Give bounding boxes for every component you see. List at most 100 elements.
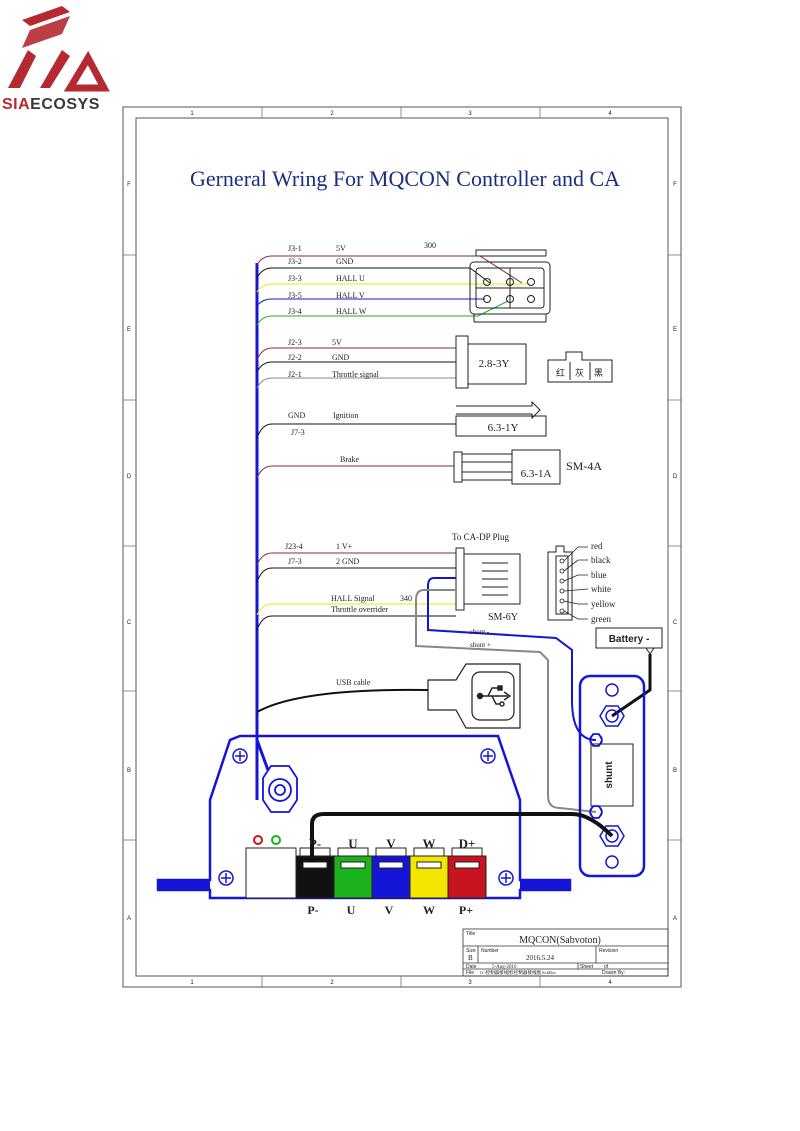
shunt-bolts	[589, 683, 625, 869]
throttle-char-3: 黑	[594, 368, 603, 378]
main-power-wire	[310, 812, 614, 862]
hall-label-5: HALL W	[336, 307, 367, 316]
throttle-connector-label: 2.8-3Y	[479, 358, 510, 370]
ca-color-yellow: yellow	[591, 599, 616, 609]
throttle-pin-2: J2-2	[288, 353, 302, 362]
led-terminal-housing	[245, 847, 297, 899]
terminal-bottom-w: W	[423, 903, 435, 917]
throttle-label-1: 5V	[332, 338, 342, 347]
shunt-minus-label: shunt -	[470, 628, 490, 636]
hall-code: 300	[424, 241, 436, 250]
brake-label: Brake	[340, 455, 360, 464]
ca-color-connector	[547, 545, 573, 621]
usb-icon	[476, 685, 512, 707]
tb-title-caption: Title	[466, 931, 475, 937]
col-label-3-bottom: 3	[468, 980, 472, 986]
throttle-char-1: 红	[556, 367, 565, 378]
tb-number: 2016.5.24	[526, 954, 555, 962]
brake-connector-label: 6.3-1A	[521, 468, 552, 480]
ca-color-green: green	[591, 614, 611, 624]
row-label-d: D	[127, 474, 132, 480]
throttle-char-2: 灰	[575, 367, 584, 378]
shunt-plus-wire	[415, 589, 597, 813]
shunt-block	[578, 674, 646, 878]
col-label-1: 1	[190, 111, 194, 117]
terminal-bottom-labels: P- U V W P+	[307, 903, 473, 917]
row-label-e-right: E	[673, 327, 677, 333]
throttle-label-3: Throttle signal	[332, 370, 380, 379]
col-label-2: 2	[330, 111, 334, 117]
title-block	[462, 928, 669, 977]
ca-label-3: HALL Signal	[331, 594, 375, 603]
ca-color-black: black	[591, 555, 611, 565]
sia-ecosys-logo: SIAECOSYS	[0, 0, 120, 120]
row-label-a: A	[127, 916, 131, 922]
tb-date: 5-Aug-2016	[492, 965, 517, 970]
ignition-label: Ignition	[333, 411, 358, 420]
row-label-a-right: A	[673, 916, 677, 922]
hall-label-1: 5V	[336, 244, 346, 253]
green-led-icon	[271, 835, 281, 845]
row-label-f: F	[127, 182, 131, 188]
ignition-wire	[256, 423, 456, 439]
ca-color-white: white	[591, 584, 611, 594]
terminal-bottom-p-minus: P-	[307, 903, 318, 917]
terminal-bottom-v: V	[385, 903, 394, 917]
terminal-top-w: W	[423, 836, 436, 851]
tb-sheet-caption: Sheet	[580, 964, 594, 970]
throttle-connector	[455, 335, 527, 389]
row-label-c-right: C	[673, 620, 678, 626]
logo-text-ecosys: ECOSYS	[30, 96, 100, 113]
mount-tab-left	[158, 880, 210, 890]
sm6y-connector	[455, 547, 521, 611]
shunt-plus-label: shunt +	[470, 641, 491, 649]
col-label-1-bottom: 1	[190, 980, 194, 986]
col-label-4-bottom: 4	[608, 980, 612, 986]
ca-pin-2: J7-3	[288, 557, 302, 566]
throttle-wires	[256, 347, 457, 389]
terminal-bottom-p-plus: P+	[459, 903, 473, 917]
terminal-top-v: V	[386, 836, 396, 851]
tb-of-caption: of	[604, 964, 609, 970]
usb-label: USB cable	[336, 678, 371, 687]
ca-color-blue: blue	[591, 570, 607, 580]
harness-gland	[262, 765, 298, 813]
ignition-pin: J7-3	[291, 428, 305, 437]
hall-wires	[256, 255, 530, 326]
frame-ticks	[123, 107, 681, 987]
terminal-top-u: U	[348, 836, 358, 851]
shunt-element	[590, 743, 634, 807]
inner-frame	[135, 117, 669, 977]
logo-text-sia: SIA	[2, 96, 31, 113]
row-label-c: C	[127, 620, 132, 626]
brake-type-label: SM-4A	[566, 459, 602, 473]
brake-wire	[256, 465, 454, 479]
ignition-labels: GND Ignition J7-3	[288, 411, 358, 437]
usb-wire	[256, 688, 429, 713]
ca-color-red: red	[591, 541, 603, 551]
outer-frame	[122, 106, 682, 988]
terminal-bottom-u: U	[347, 903, 356, 917]
row-label-d-right: D	[673, 474, 678, 480]
logo-mark	[8, 6, 110, 92]
tb-revision-caption: Revision	[599, 948, 618, 954]
logo-text: SIAECOSYS	[2, 96, 100, 114]
throttle-labels: J2-3 5V J2-2 GND J2-1 Throttle signal	[288, 338, 380, 379]
throttle-pin-1: J2-3	[288, 338, 302, 347]
hall-pin-5: J3-4	[288, 307, 302, 316]
hall-label-4: HALL V	[336, 291, 365, 300]
ca-color-pins	[559, 546, 589, 620]
hall-pin-3: J3-3	[288, 274, 302, 283]
ca-code: 340	[400, 594, 412, 603]
row-label-f-right: F	[673, 182, 677, 188]
hall-pin-1: J3-1	[288, 244, 302, 253]
diagram-title: Gerneral Wring For MQCON Controller and …	[190, 166, 620, 191]
ignition-connector	[455, 400, 547, 437]
ca-label-2: 2 GND	[336, 557, 360, 566]
throttle-plug-face	[547, 351, 613, 383]
throttle-pin-3: J2-1	[288, 370, 302, 379]
ignition-gnd: GND	[288, 411, 306, 420]
throttle-colors: 红 灰 黑	[556, 367, 603, 378]
tb-date-caption: Date	[466, 964, 477, 970]
mount-tab-right	[520, 880, 570, 890]
